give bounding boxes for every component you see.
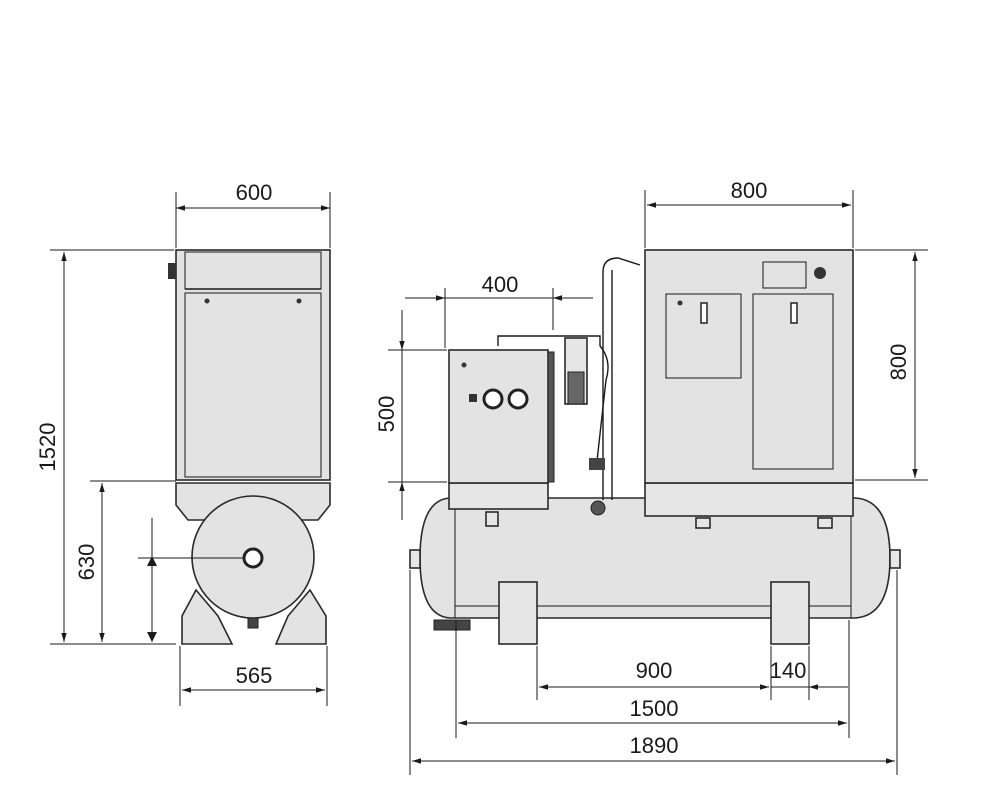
side-screw-left: [204, 298, 210, 304]
side-cabinet: [175, 249, 331, 481]
side-drain: [247, 617, 259, 629]
dim-front-width-compressor: 800: [731, 178, 768, 203]
dim-front-foot-width: 140: [770, 658, 807, 683]
dim-front-foot-spacing: 900: [636, 658, 673, 683]
pipe-outlet: [590, 500, 606, 516]
tank-drain: [433, 619, 471, 631]
dim-front-width-dryer: 400: [482, 272, 519, 297]
dim-front-height-dryer: 500: [374, 396, 399, 433]
compressor-door-right: [752, 293, 834, 470]
dim-side-height-total: 1520: [35, 423, 60, 472]
dryer-base: [448, 482, 549, 510]
dryer-gauge-right: [507, 388, 529, 410]
dryer-switch: [469, 394, 477, 402]
pipe-elbow: [602, 257, 641, 273]
side-foot-right: [274, 588, 327, 645]
dim-side-height-tank: 630: [74, 544, 99, 581]
dryer-mount-left: [485, 511, 499, 527]
side-handle: [168, 263, 176, 279]
dim-front-tank-length: 1500: [630, 696, 679, 721]
compressor-mount-2: [817, 517, 833, 529]
dryer-gauge-left: [482, 388, 504, 410]
valve: [589, 458, 605, 470]
side-view: 600 1520 630 565: [35, 180, 331, 706]
compressor-base: [644, 482, 854, 517]
tank-nozzle-right: [889, 549, 901, 569]
side-screw-right: [296, 298, 302, 304]
compressor-emergency-stop: [814, 267, 826, 279]
dim-side-width-top: 600: [236, 180, 273, 205]
side-tank-outlet: [242, 547, 264, 569]
compressor-display: [762, 261, 807, 289]
front-view: 800 800 400 500 900 140 1500: [374, 178, 928, 775]
pipe-bend: [595, 345, 609, 471]
dim-front-overall-length: 1890: [630, 733, 679, 758]
compressor-mount-1: [695, 517, 711, 529]
side-foot-left: [181, 588, 234, 645]
compressor-cabinet: [644, 249, 854, 484]
compressor-door-left: [665, 293, 742, 379]
door-right-handle: [790, 302, 798, 324]
dryer-cabinet: [448, 349, 549, 484]
door-left-screw: [677, 300, 683, 306]
tank-foot-right: [770, 581, 810, 645]
tank-foot-left: [498, 581, 538, 645]
pipe-top: [497, 335, 601, 346]
dryer-screw: [461, 362, 467, 368]
tank-nozzle-left: [409, 549, 421, 569]
dryer-side: [547, 351, 555, 483]
door-left-handle: [700, 302, 708, 324]
dim-side-width-base: 565: [236, 663, 273, 688]
filter-1-bowl: [567, 371, 585, 405]
side-cabinet-door: [184, 292, 322, 478]
dim-front-height-compressor: 800: [886, 344, 911, 381]
